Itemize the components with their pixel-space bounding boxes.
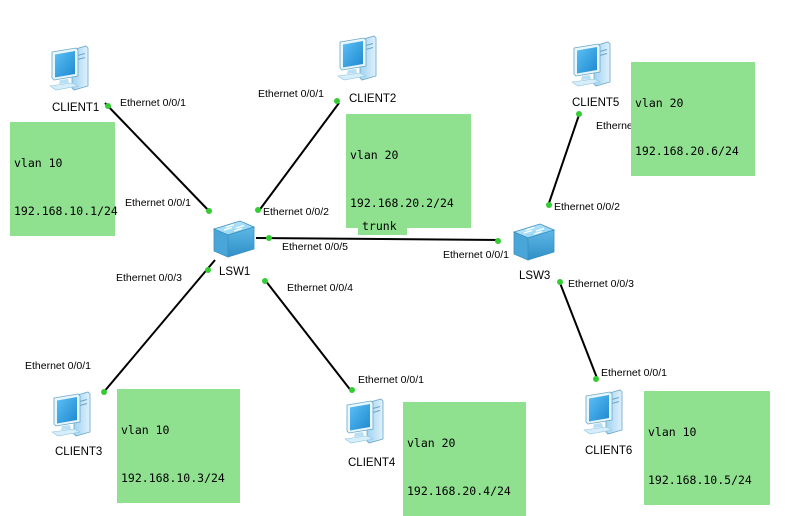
port-dot [266, 235, 272, 241]
vlan-id: vlan 20 [350, 148, 399, 162]
device-label-lsw1: LSW1 [219, 266, 250, 278]
vlan-id: vlan 20 [635, 96, 684, 110]
vlan-id: vlan 10 [648, 425, 697, 439]
port-label: Ethernet 0/0/2 [263, 206, 329, 218]
vlan-note-client4: vlan 20 192.168.20.4/24 [403, 402, 526, 516]
port-label: Ethernet 0/0/1 [120, 97, 186, 109]
port-label: Ethernet 0/0/1 [258, 88, 324, 100]
port-dot [262, 278, 268, 284]
port-label: Ethernet 0/0/3 [568, 278, 634, 290]
device-label-client3: CLIENT3 [55, 446, 102, 458]
port-dot [101, 389, 107, 395]
device-label-client5: CLIENT5 [572, 97, 619, 109]
port-dot [349, 387, 355, 393]
port-dot [495, 238, 501, 244]
vlan-id: vlan 20 [407, 436, 456, 450]
port-label: Ethernet 0/0/1 [443, 249, 509, 261]
link-client5-lsw3 [547, 111, 581, 207]
port-label: Ethernet 0/0/5 [282, 241, 348, 253]
port-dot [205, 267, 211, 273]
ip-address: 192.168.10.3/24 [121, 471, 225, 485]
port-dot [105, 103, 111, 109]
switch-icon[interactable] [513, 223, 555, 261]
link-client1-lsw1 [104, 102, 211, 213]
pc-icon[interactable] [583, 389, 623, 435]
ip-address: 192.168.10.1/24 [14, 204, 118, 218]
port-label: Ethernet 0/0/3 [116, 272, 182, 284]
vlan-note-client5: vlan 20 192.168.20.6/24 [631, 62, 755, 176]
pc-icon[interactable] [571, 41, 611, 87]
vlan-id: vlan 10 [121, 423, 170, 437]
link-client4-lsw1 [264, 279, 353, 393]
port-dot [593, 376, 599, 382]
ip-address: 192.168.10.5/24 [648, 473, 752, 487]
switch-icon[interactable] [213, 220, 255, 258]
port-dot [255, 207, 261, 213]
port-label: Ethernet 0/0/1 [25, 360, 91, 372]
link-client6-lsw3 [559, 282, 598, 379]
vlan-note-client2: vlan 20 192.168.20.2/24 [346, 114, 471, 228]
port-label: Ethernet 0/0/1 [358, 374, 424, 386]
port-dot [206, 208, 212, 214]
ip-address: 192.168.20.2/24 [350, 196, 454, 210]
device-label-client1: CLIENT1 [52, 102, 99, 114]
port-dot [576, 111, 582, 117]
pc-icon[interactable] [51, 391, 91, 437]
pc-icon[interactable] [344, 398, 384, 444]
pc-icon[interactable] [49, 45, 89, 91]
vlan-id: vlan 10 [14, 156, 63, 170]
vlan-note-client6: vlan 10 192.168.10.5/24 [644, 391, 770, 505]
topology-canvas: CLIENT1 CLIENT2 CLIENT3 CLIENT4 CLIENT5 … [25, 35, 667, 469]
vlan-note-client3: vlan 10 192.168.10.3/24 [117, 389, 240, 503]
port-label: Ethernet 0/0/4 [287, 282, 353, 294]
device-label-client2: CLIENT2 [349, 93, 396, 105]
device-label-client4: CLIENT4 [348, 457, 396, 469]
ip-address: 192.168.20.4/24 [407, 484, 511, 498]
ip-address: 192.168.20.6/24 [635, 144, 739, 158]
port-dot [557, 279, 563, 285]
link-trunk-lsw1-lsw3 [255, 237, 501, 241]
port-label: Ethernet 0/0/1 [125, 197, 191, 209]
pc-icon[interactable] [337, 35, 377, 81]
link-client3-lsw1 [102, 259, 216, 394]
device-label-lsw3: LSW3 [519, 270, 550, 282]
port-dot [546, 202, 552, 208]
vlan-note-client1: vlan 10 192.168.10.1/24 [10, 122, 118, 236]
trunk-label: trunk [358, 217, 407, 235]
device-label-client6: CLIENT6 [585, 445, 632, 457]
port-label: Ethernet 0/0/2 [554, 201, 620, 213]
port-dot [334, 98, 340, 104]
port-label: Ethernet 0/0/1 [601, 367, 667, 379]
link-client2-lsw1 [257, 102, 340, 213]
